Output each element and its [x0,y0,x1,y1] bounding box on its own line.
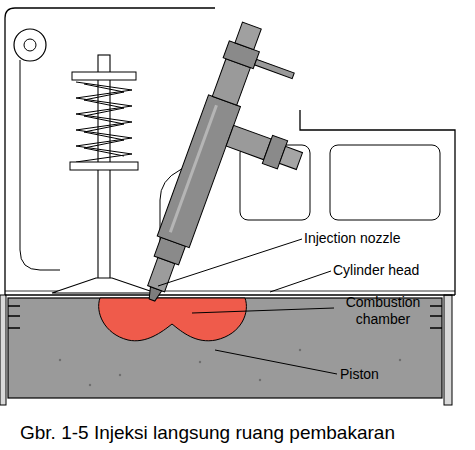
rocker-shaft [14,29,46,61]
ring-groove [430,327,442,329]
ring-groove [8,327,20,329]
texture-dot [89,384,91,386]
figure-caption: Gbr. 1-5 Injeksi langsung ruang pembakar… [20,422,395,444]
spring-retainer [72,72,136,80]
rocker-shaft [24,39,36,51]
combustion-bowl [99,298,247,341]
part-label: Piston [340,366,440,383]
valve-spring [76,82,132,162]
head-outline [300,110,455,295]
spring-coil [76,82,132,162]
texture-dot [299,349,301,351]
texture-dot [259,379,261,381]
texture-dot [59,359,61,361]
leader-line [158,239,302,286]
holder-cap [235,22,261,50]
part-label: Injection nozzle [304,230,434,247]
holder-highlight [170,105,216,232]
spring-seat [70,162,138,170]
inlet-fitting [226,125,271,159]
spring-coil [84,84,124,156]
cylinder-wall [444,295,452,405]
leader-line [215,350,337,374]
ring-groove [430,305,442,307]
ring-groove [8,305,20,307]
texture-dot [119,374,121,376]
texture-dot [399,359,401,361]
cylinder-wall [0,295,6,405]
coolant-passage [330,145,440,220]
texture-dot [199,361,201,363]
valve-head [52,278,156,293]
nozzle-holder [157,95,240,248]
ring-groove [8,315,20,317]
part-label: Combustion chamber [334,294,432,328]
leader-line [270,271,331,292]
part-label: Cylinder head [333,262,453,279]
ring-groove [430,315,442,317]
head-outline [5,8,215,295]
inlet-cap [279,146,302,169]
leader-line [192,308,334,313]
port-outline [20,60,60,270]
injector [136,20,337,331]
leader-lines [158,239,337,374]
leak-off-pipe [255,59,295,78]
